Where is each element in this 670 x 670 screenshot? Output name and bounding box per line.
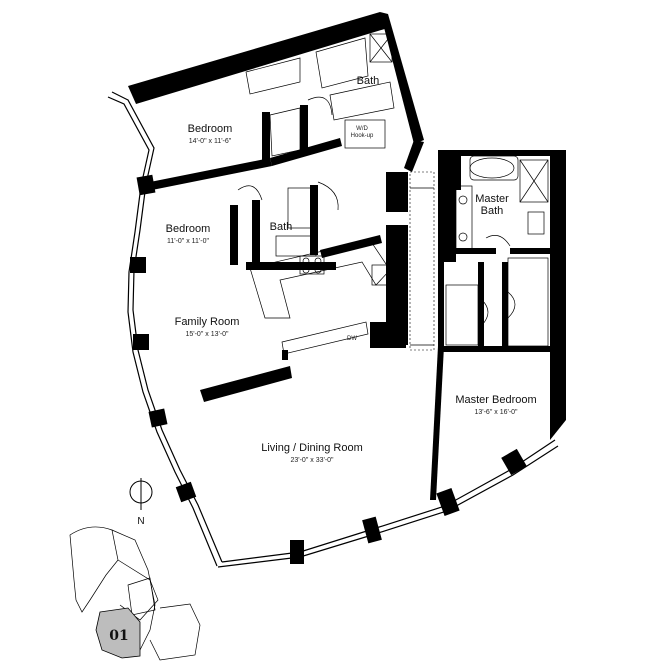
svg-text:Bedroom: Bedroom bbox=[188, 123, 233, 135]
unit-01-highlight bbox=[95, 607, 141, 659]
bedroom2-walls bbox=[230, 181, 382, 270]
svg-text:Bath: Bath bbox=[357, 75, 380, 87]
room-label-bath1: Bath bbox=[357, 75, 380, 87]
room-label-bedroom1: Bedroom 14'-0" x 11'-6" bbox=[188, 123, 233, 145]
svg-text:14'-0" x 11'-6": 14'-0" x 11'-6" bbox=[189, 138, 232, 145]
kitchen bbox=[249, 239, 391, 360]
bedroom1-walls bbox=[150, 33, 395, 190]
north-walls bbox=[128, 12, 566, 440]
svg-text:Bath: Bath bbox=[481, 205, 504, 217]
exterior-curtain-wall bbox=[107, 91, 559, 568]
master-bath bbox=[438, 150, 550, 262]
svg-text:Bedroom: Bedroom bbox=[166, 223, 211, 235]
svg-text:11'-0" x 11'-0": 11'-0" x 11'-0" bbox=[167, 238, 210, 245]
svg-text:W/D: W/D bbox=[356, 126, 368, 132]
svg-text:15'-0" x 13'-0": 15'-0" x 13'-0" bbox=[185, 331, 229, 338]
svg-text:23'-0" x 33'-0": 23'-0" x 33'-0" bbox=[290, 457, 334, 464]
svg-text:01: 01 bbox=[109, 628, 128, 644]
svg-text:Family Room: Family Room bbox=[175, 316, 240, 328]
room-label-wd-hookup: W/D Hook-up bbox=[351, 126, 374, 139]
key-plan: 01 bbox=[69, 526, 201, 661]
svg-text:Bath: Bath bbox=[270, 221, 293, 233]
room-label-dishwasher: DW bbox=[347, 336, 357, 342]
room-label-living-dining: Living / Dining Room 23'-0" x 33'-0" bbox=[261, 442, 363, 464]
room-label-bedroom2: Bedroom 11'-0" x 11'-0" bbox=[166, 223, 211, 245]
master-bedroom-walls bbox=[430, 257, 550, 500]
room-label-bath2: Bath bbox=[270, 221, 293, 233]
interior-walls bbox=[200, 171, 435, 402]
structural-columns bbox=[130, 174, 527, 564]
svg-text:Living / Dining Room: Living / Dining Room bbox=[261, 442, 363, 454]
north-compass-icon: N bbox=[129, 478, 153, 527]
svg-text:Hook-up: Hook-up bbox=[351, 133, 374, 139]
room-label-family-room: Family Room 15'-0" x 13'-0" bbox=[175, 316, 240, 338]
svg-text:DW: DW bbox=[347, 336, 357, 342]
svg-text:Master: Master bbox=[475, 193, 509, 205]
room-label-master-bedroom: Master Bedroom 13'-6" x 16'-0" bbox=[455, 394, 536, 416]
svg-text:Master Bedroom: Master Bedroom bbox=[455, 394, 536, 406]
svg-text:N: N bbox=[137, 516, 144, 527]
room-label-master-bath: Master Bath bbox=[475, 193, 509, 217]
svg-text:13'-6" x 16'-0": 13'-6" x 16'-0" bbox=[474, 409, 518, 416]
